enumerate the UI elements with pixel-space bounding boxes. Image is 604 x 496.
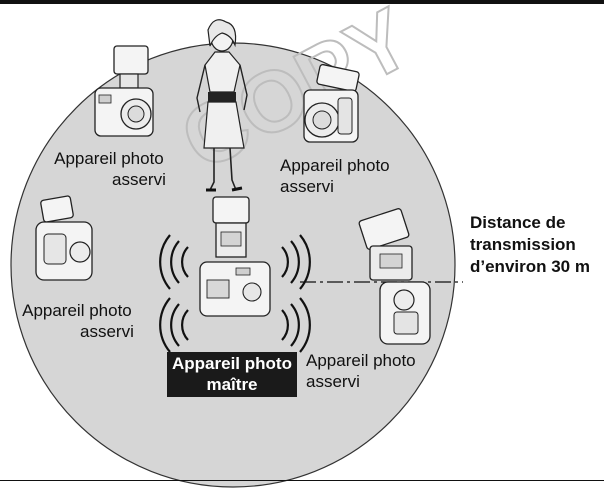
slave-label-left: Appareil photo asservi (20, 300, 134, 342)
master-label-line1: Appareil photo (172, 354, 292, 373)
distance-label: Distance de transmission d’environ 30 m (470, 212, 590, 278)
woman-figure-icon (196, 19, 248, 192)
bottom-rule (0, 480, 604, 481)
master-label: Appareil photo maître (167, 352, 297, 397)
distance-label-line2: transmission (470, 235, 576, 254)
slave-camera-top-left-icon (94, 45, 154, 137)
slave-label-line1: Appareil photo (280, 156, 390, 175)
master-camera-icon (199, 196, 271, 317)
slave-camera-right-icon (358, 208, 431, 345)
slave-label-top-right: Appareil photo asservi (280, 155, 390, 197)
master-label-line2: maître (206, 375, 258, 394)
slave-label-line1: Appareil photo (22, 301, 132, 320)
distance-label-line3: d’environ 30 m (470, 257, 590, 276)
slave-label-line1: Appareil photo (306, 351, 416, 370)
top-rule (0, 0, 604, 4)
slave-label-line2: asservi (112, 170, 166, 189)
signal-waves-icon (159, 234, 311, 353)
distance-label-line1: Distance de (470, 213, 566, 232)
slave-label-line2: asservi (80, 322, 134, 341)
slave-label-line1: Appareil photo (54, 149, 164, 168)
slave-label-line2: asservi (280, 177, 334, 196)
slave-label-right: Appareil photo asservi (306, 350, 416, 392)
slave-label-top-left: Appareil photo asservi (52, 148, 166, 190)
slave-camera-left-icon (35, 195, 93, 281)
slave-camera-top-right-icon (303, 63, 360, 143)
slave-label-line2: asservi (306, 372, 360, 391)
